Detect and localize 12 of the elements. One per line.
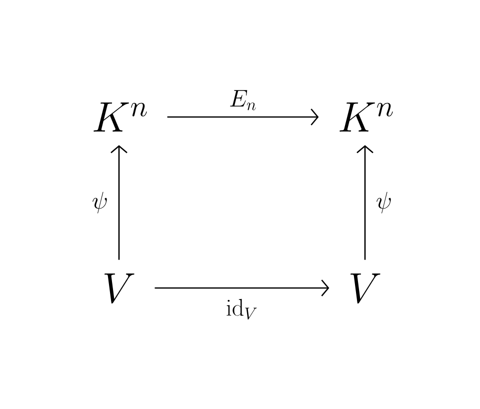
object-label: $K^n$ [94, 102, 147, 132]
arrow-label: $\psi$ [376, 192, 391, 214]
arrow [154, 280, 330, 296]
arrow-label: $E_n$ [230, 90, 256, 110]
object-label: $V$ [350, 273, 380, 304]
object-label: $V$ [104, 273, 134, 304]
arrow [110, 145, 128, 260]
arrow [356, 145, 374, 260]
arrow [167, 108, 319, 126]
arrow-label: $\psi$ [92, 192, 107, 214]
object-label: $K^n$ [340, 102, 393, 132]
arrow-label: $\mathrm{id}_V$ [226, 298, 257, 320]
